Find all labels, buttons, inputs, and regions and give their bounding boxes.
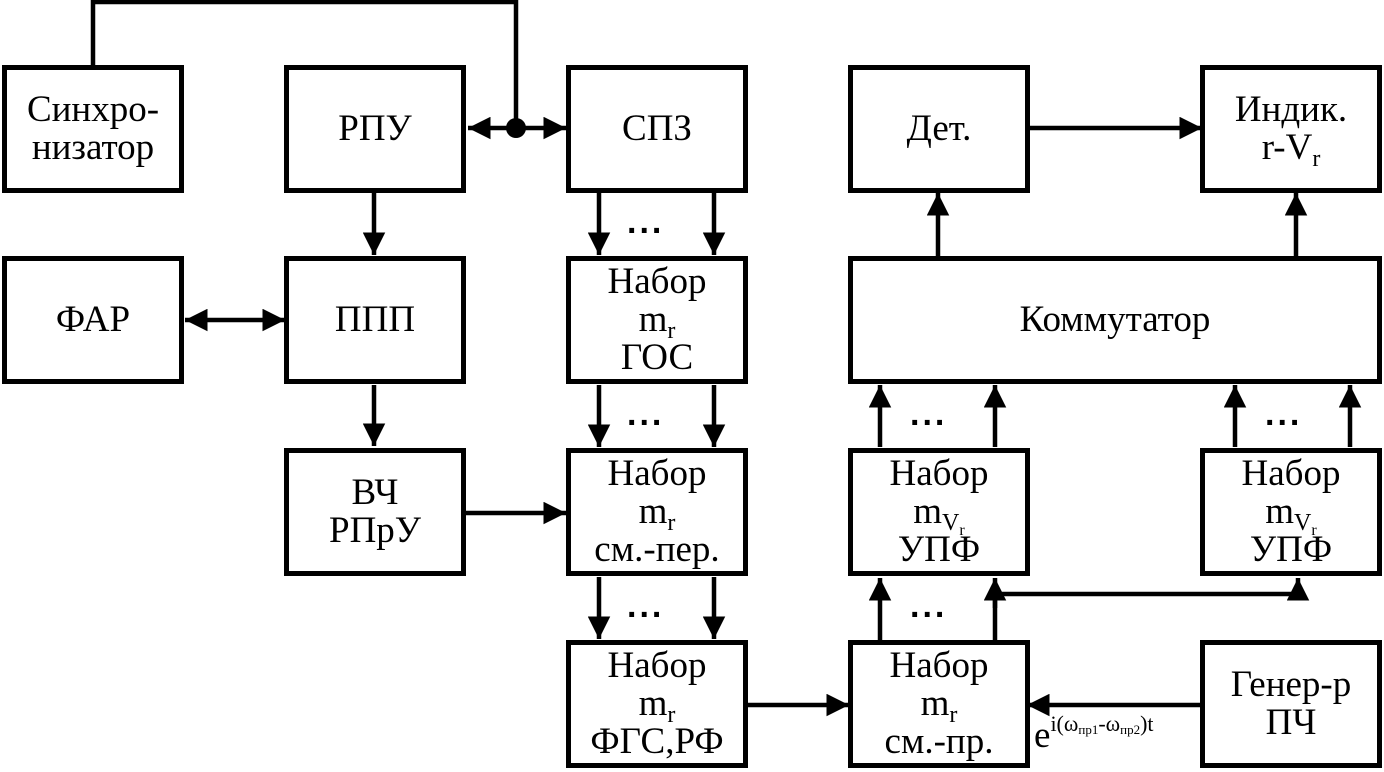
block-gos-set-label-3: ГОС <box>620 336 694 378</box>
block-spz-label: СПЗ <box>622 108 692 150</box>
block-fgs-set-label-3: ФГС,РФ <box>590 720 724 762</box>
ellipsis-gos-smper: ... <box>627 395 665 433</box>
ellipsis-spz-gos: ... <box>627 203 665 241</box>
block-indicator-label-2: r-Vr <box>1261 127 1321 172</box>
block-synchronizer-label-1: Синхро- <box>26 89 160 131</box>
block-mixer-if-set-label-3: см.-пр. <box>884 720 994 762</box>
block-ppp: ППП <box>284 256 466 384</box>
block-gos-set: Набор mr ГОС <box>566 256 748 384</box>
block-hf-receiver-label-1: ВЧ <box>351 472 399 514</box>
block-detector: Дет. <box>848 65 1030 193</box>
block-fgs-set-label-1: Набор <box>607 645 707 687</box>
block-if-generator-label-1: Генер-р <box>1230 664 1352 706</box>
block-gos-set-label-1: Набор <box>607 261 707 303</box>
block-upf-set-2: Набор mVr УПФ <box>1200 448 1382 576</box>
block-upf-set-2-label-1: Набор <box>1241 453 1341 495</box>
block-ppp-label: ППП <box>334 299 416 341</box>
block-mixer-transfer-set-label-2: mr <box>638 491 676 537</box>
block-if-generator: Генер-р ПЧ <box>1200 640 1382 768</box>
block-synchronizer: Синхро- низатор <box>2 65 184 193</box>
ellipsis-smper-fgs: ... <box>627 587 665 625</box>
block-upf-set-2-label-2: mVr <box>1265 491 1317 539</box>
smpr-upf2-arrow <box>992 578 1310 608</box>
block-commutator-label: Коммутатор <box>1019 299 1211 341</box>
block-spz: СПЗ <box>566 65 748 193</box>
block-if-generator-label-2: ПЧ <box>1265 702 1317 743</box>
block-hf-receiver: ВЧ РПрУ <box>284 448 466 576</box>
junction-dot <box>506 118 526 138</box>
block-indicator: Индик. r-Vr <box>1200 65 1382 193</box>
block-upf-set-1-label-3: УПФ <box>897 529 981 570</box>
ellipsis-upf2-kommut: ... <box>1265 395 1303 433</box>
block-upf-set-1: Набор mVr УПФ <box>848 448 1030 576</box>
block-fgs-set: Набор mr ФГС,РФ <box>566 640 748 768</box>
block-rpu-label: РПУ <box>338 108 412 150</box>
block-upf-set-1-label-1: Набор <box>889 453 989 495</box>
block-gos-set-label-2: mr <box>638 299 676 345</box>
block-synchronizer-label-2: низатор <box>31 127 155 168</box>
ellipsis-upf1-kommut: ... <box>910 395 948 433</box>
block-commutator: Коммутатор <box>848 256 1382 384</box>
block-mixer-transfer-set: Набор mr см.-пер. <box>566 448 748 576</box>
block-mixer-if-set: Набор mr см.-пр. <box>848 640 1030 768</box>
block-rpu: РПУ <box>284 65 466 193</box>
block-detector-label: Дет. <box>906 108 972 150</box>
ellipsis-smpr-upf1: ... <box>910 587 948 625</box>
block-far: ФАР <box>2 256 184 384</box>
block-mixer-if-set-label-2: mr <box>920 683 958 729</box>
block-upf-set-2-label-3: УПФ <box>1249 529 1333 570</box>
block-fgs-set-label-2: mr <box>638 683 676 729</box>
block-indicator-label-1: Индик. <box>1234 89 1348 131</box>
block-hf-receiver-label-2: РПрУ <box>329 510 421 551</box>
block-far-label: ФАР <box>55 299 131 341</box>
block-mixer-transfer-set-label-1: Набор <box>607 453 707 495</box>
block-upf-set-1-label-2: mVr <box>913 491 965 539</box>
block-mixer-if-set-label-1: Набор <box>889 645 989 687</box>
block-mixer-transfer-set-label-3: см.-пер. <box>594 528 720 570</box>
heterodyne-signal-label: ei(ωпр1-ωпр2)t <box>1034 711 1154 757</box>
sync-link-line <box>90 0 519 128</box>
